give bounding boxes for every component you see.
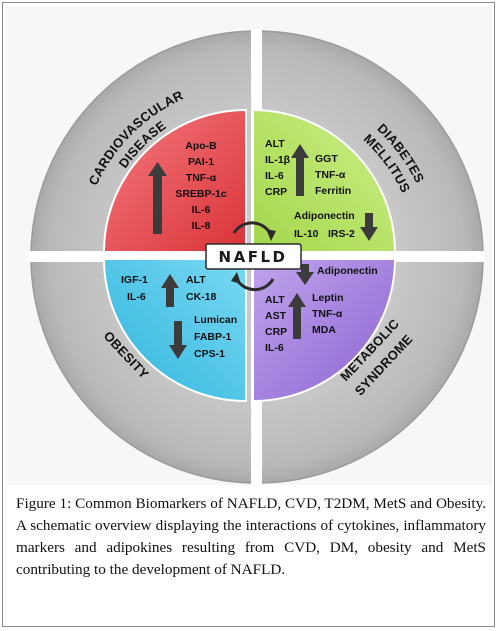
dm-quadrant — [252, 108, 397, 253]
dm-marker: IL-10 — [294, 228, 319, 240]
cvd-up-arrow — [148, 162, 167, 234]
mets-marker: IL-6 — [265, 342, 284, 354]
mets-marker: ALT — [265, 294, 285, 306]
cvd-marker: IL-8 — [192, 220, 211, 232]
obesity-marker: IL-6 — [127, 291, 146, 303]
dm-marker: ALT — [265, 138, 285, 150]
dm-marker: TNF-α — [315, 169, 346, 181]
dm-marker: GGT — [315, 153, 338, 165]
mets-marker: Adiponectin — [317, 265, 378, 277]
mets-up-arrow — [288, 293, 306, 339]
obesity-up-arrow — [161, 274, 179, 307]
dm-up-arrow — [291, 144, 309, 196]
cvd-marker: IL-6 — [192, 204, 211, 216]
mets-marker: CRP — [265, 326, 287, 338]
dm-marker: IL-1β — [265, 154, 291, 166]
obesity-down-arrow — [169, 321, 187, 359]
dm-marker: IL-6 — [265, 170, 284, 182]
nafld-label: NAFLD — [219, 248, 288, 266]
obesity-marker: FABP-1 — [194, 331, 232, 343]
mets-marker: MDA — [312, 324, 336, 336]
dm-marker: Adiponectin — [294, 210, 355, 222]
dm-marker: IRS-2 — [328, 228, 355, 240]
mets-down-arrow — [296, 264, 314, 285]
figure-frame: CARDIOVASCULAR DISEASE DIABETES MELLITUS… — [2, 2, 495, 627]
dm-marker: CRP — [265, 186, 287, 198]
cvd-marker: Apo-B — [185, 140, 217, 152]
cvd-marker: SREBP-1c — [175, 188, 227, 200]
dm-marker: Ferritin — [315, 185, 351, 197]
cvd-marker: TNF-α — [186, 172, 217, 184]
mets-marker: Leptin — [312, 292, 344, 304]
obesity-marker: Lumican — [194, 314, 237, 326]
mets-marker: AST — [265, 310, 287, 322]
cycle-arrowhead-top — [266, 229, 276, 241]
diagram: CARDIOVASCULAR DISEASE DIABETES MELLITUS… — [6, 6, 492, 485]
figure-caption: Figure 1: Common Biomarkers of NAFLD, CV… — [16, 495, 486, 578]
cvd-quadrant — [102, 108, 247, 253]
obesity-marker: CPS-1 — [194, 348, 225, 360]
obesity-marker: CK-18 — [186, 291, 217, 303]
obesity-marker: IGF-1 — [121, 274, 148, 286]
mets-marker: TNF-α — [312, 308, 343, 320]
mets-quadrant — [252, 258, 397, 403]
obesity-marker: ALT — [186, 274, 206, 286]
nafld-box — [205, 243, 302, 270]
cycle-arrowhead-bottom — [231, 272, 241, 284]
dm-down-arrow — [360, 213, 378, 241]
cvd-marker: PAI-1 — [188, 156, 214, 168]
